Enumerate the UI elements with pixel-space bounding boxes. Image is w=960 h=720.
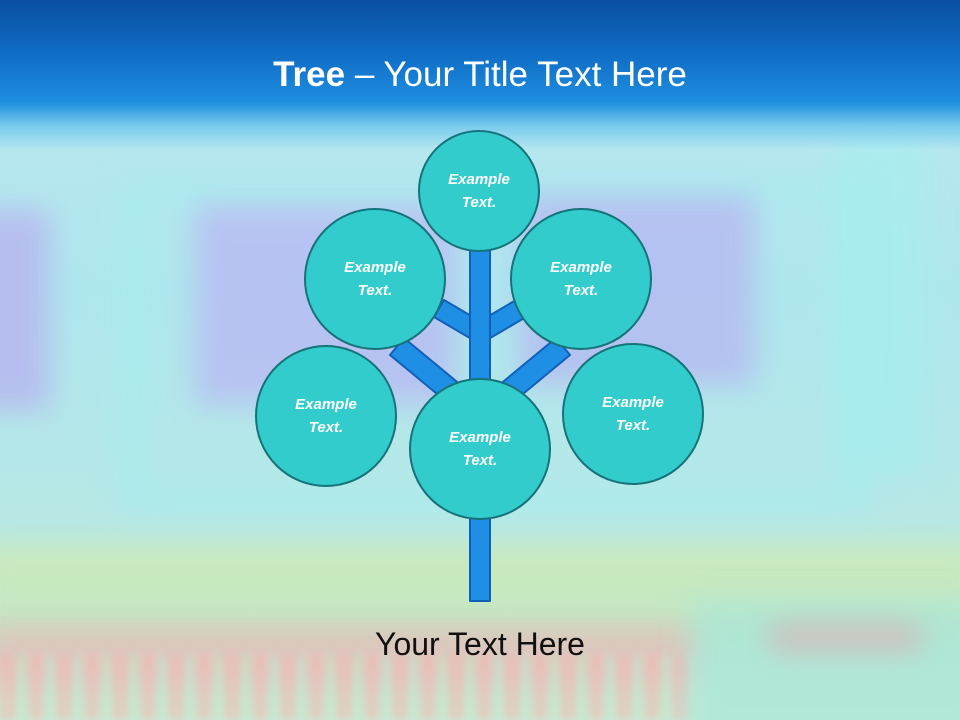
tree-node-upper-left: Example Text. <box>304 208 446 350</box>
title-rest: – Your Title Text Here <box>345 55 687 94</box>
slide-title: Tree – Your Title Text Here <box>0 52 960 98</box>
background-lamp <box>770 625 920 649</box>
tree-node-label: Example Text. <box>550 259 612 299</box>
title-band <box>0 0 960 150</box>
bottom-text: Your Text Here <box>375 626 585 662</box>
background-bottom-right <box>690 600 960 720</box>
tree-node-label: Example Text. <box>449 429 511 469</box>
title-bold: Tree <box>273 55 346 94</box>
tree-node-label: Example Text. <box>448 171 510 211</box>
tree-node-top: Example Text. <box>418 130 540 252</box>
background-stripes <box>0 655 700 720</box>
background-post <box>835 140 925 470</box>
tree-node-lower-left: Example Text. <box>255 345 397 487</box>
tree-node-upper-right: Example Text. <box>510 208 652 350</box>
tree-node-label: Example Text. <box>602 394 664 434</box>
tree-node-center: Example Text. <box>409 378 551 520</box>
tree-node-label: Example Text. <box>344 259 406 299</box>
background-window-left <box>0 210 50 410</box>
tree-node-label: Example Text. <box>295 396 357 436</box>
tree-node-lower-right: Example Text. <box>562 343 704 485</box>
